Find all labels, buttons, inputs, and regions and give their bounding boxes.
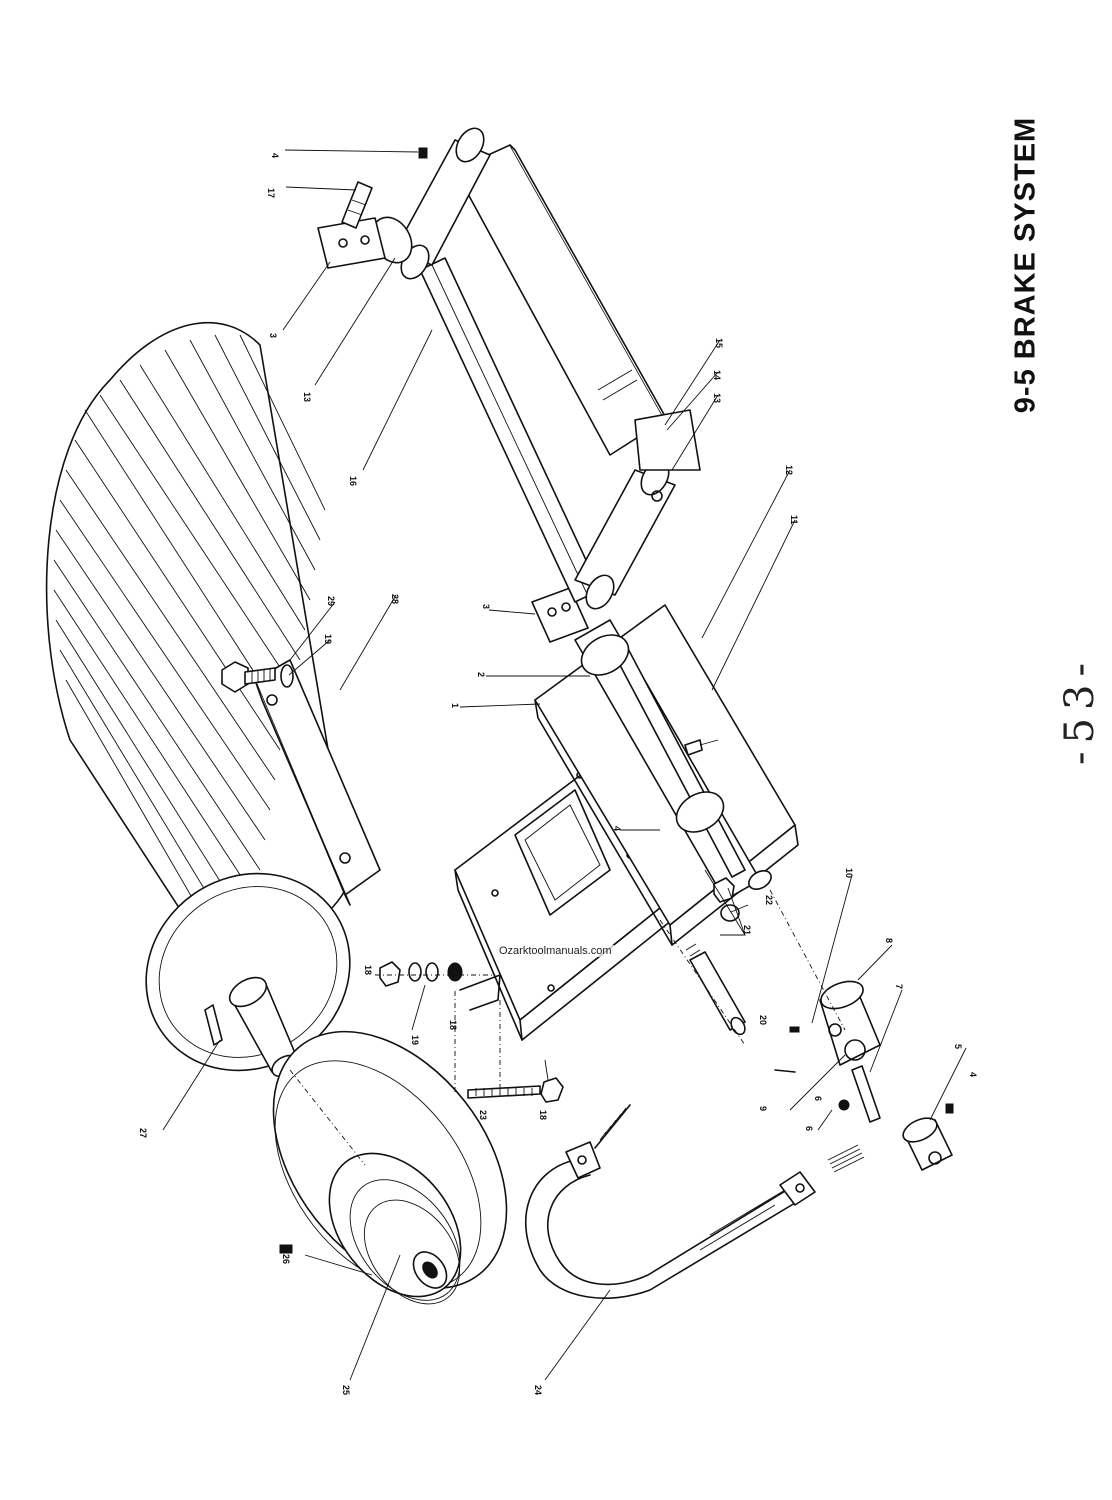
callout-numbers: 4 17 3 13 16 15 14 13 12 11 3 2 1 4 29 1… — [138, 153, 978, 1395]
callout-14: 14 — [712, 370, 722, 380]
callout-6-lower: 6 — [804, 1126, 814, 1131]
callout-2: 2 — [476, 672, 486, 677]
callout-27: 27 — [138, 1128, 148, 1138]
callout-22: 22 — [764, 895, 774, 905]
callout-8: 8 — [884, 938, 894, 943]
motor-pulley-centerline — [289, 1069, 366, 1166]
callout-5: 5 — [953, 1044, 963, 1049]
callout-26: 26 — [281, 1254, 291, 1264]
shaft-key — [204, 1004, 223, 1046]
callout-25: 25 — [341, 1385, 351, 1395]
callout-18-lower: 18 — [538, 1110, 548, 1120]
callout-4-mid: 4 — [612, 826, 622, 831]
callout-28: 28 — [390, 594, 400, 604]
page-number: -53- — [1057, 655, 1103, 765]
callout-12: 12 — [784, 465, 794, 475]
leader-lines — [162, 149, 967, 1381]
callout-23: 23 — [478, 1110, 488, 1120]
page-title: 9-5 BRAKE SYSTEM — [1009, 116, 1042, 414]
callout-3-top: 3 — [268, 333, 278, 338]
watermark-text: Ozarktoolmanuals.com — [497, 945, 614, 957]
top-bolt — [341, 181, 373, 229]
motor — [45, 321, 381, 1078]
callout-17: 17 — [266, 188, 276, 198]
motor-cooling-fins — [53, 334, 326, 921]
callout-11: 11 — [789, 515, 799, 525]
adjust-hardware-stack — [375, 961, 564, 1103]
pedal-frame — [317, 127, 701, 610]
callout-4-bottom: 4 — [968, 1072, 978, 1077]
callout-1: 1 — [450, 703, 460, 708]
callout-15: 15 — [714, 338, 724, 348]
callout-20: 20 — [758, 1015, 768, 1025]
callout-18-middle: 18 — [448, 1020, 458, 1030]
brake-spring — [659, 919, 746, 1046]
v-belt — [524, 1104, 816, 1299]
callout-29: 29 — [326, 596, 336, 606]
pulley-set-screw — [279, 1244, 293, 1254]
callout-19-motor: 19 — [323, 634, 333, 644]
callout-18-upper: 18 — [363, 965, 373, 975]
callout-7: 7 — [894, 984, 904, 989]
callout-6-upper: 6 — [813, 1096, 823, 1101]
callout-19-stack: 19 — [410, 1035, 420, 1045]
motor-pulley — [272, 1030, 508, 1305]
brake-lever-assembly — [769, 889, 954, 1173]
callout-21: 21 — [742, 925, 752, 935]
motor-mount-bolt — [221, 661, 294, 693]
callout-13-mid: 13 — [712, 393, 722, 403]
callout-16: 16 — [348, 476, 358, 486]
callout-10: 10 — [844, 868, 854, 878]
callout-4-top: 4 — [270, 153, 280, 158]
callout-24: 24 — [533, 1385, 543, 1395]
callout-9: 9 — [758, 1106, 768, 1111]
callout-13-top: 13 — [302, 392, 312, 402]
adjust-rod — [467, 1085, 541, 1099]
motor-housing — [45, 321, 351, 948]
callout-3-mid: 3 — [481, 604, 491, 609]
